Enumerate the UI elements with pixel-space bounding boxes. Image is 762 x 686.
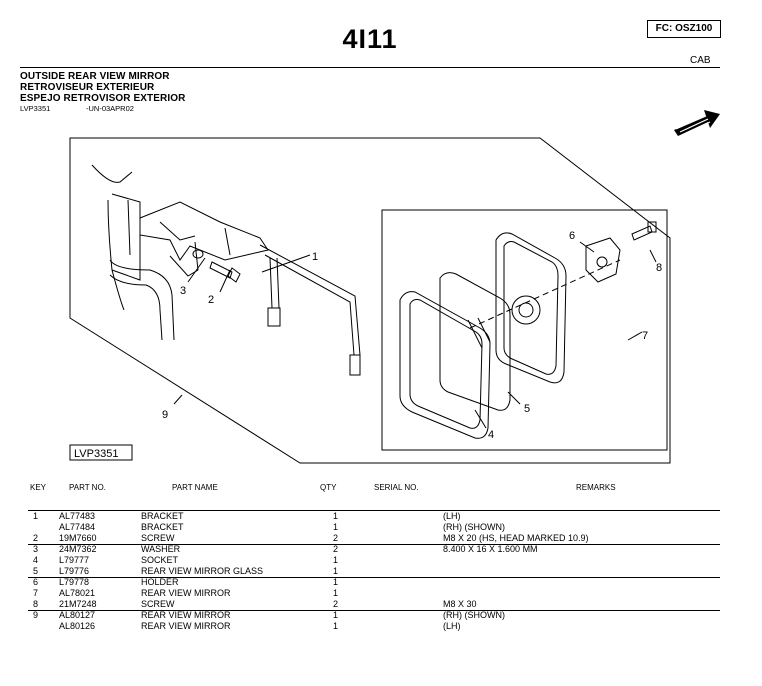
- exploded-parts-diagram: 1 2 3 4 5 6 7 8 9 LVP3351: [69, 137, 671, 464]
- callout-7: 7: [642, 330, 648, 342]
- cell-qty: 1: [333, 555, 339, 565]
- cell-part-name: BRACKET: [141, 522, 184, 532]
- cell-part-name: BRACKET: [141, 511, 184, 521]
- cell-key: 1: [33, 511, 39, 521]
- table-rule: [28, 610, 720, 611]
- col-part-no: PART NO.: [69, 483, 106, 492]
- table-row: 5 L79776 REAR VIEW MIRROR GLASS 1: [0, 566, 762, 577]
- reference-date: -UN-03APR02: [86, 104, 134, 113]
- cell-qty: 2: [333, 599, 339, 609]
- fc-code-box: FC: OSZ100: [647, 20, 721, 38]
- col-serial-no: SERIAL NO.: [374, 483, 419, 492]
- diagram-label-box: [69, 444, 133, 461]
- cell-part-no: 21M7248: [59, 599, 97, 609]
- cell-key: 9: [33, 610, 39, 620]
- table-row: 8 21M7248 SCREW 2 M8 X 30: [0, 599, 762, 610]
- cell-qty: 2: [333, 544, 339, 554]
- cell-remarks: (RH) (SHOWN): [443, 610, 505, 620]
- callout-4: 4: [488, 429, 494, 441]
- cell-remarks: (RH) (SHOWN): [443, 522, 505, 532]
- table-rule: [28, 544, 720, 545]
- reference-code: LVP3351: [20, 104, 51, 113]
- cell-qty: 1: [333, 522, 339, 532]
- page-number: 4I11: [342, 24, 398, 54]
- cell-part-no: AL77484: [59, 522, 96, 532]
- cell-qty: 1: [333, 588, 339, 598]
- cell-qty: 1: [333, 577, 339, 587]
- col-key: KEY: [30, 483, 47, 492]
- callout-5: 5: [524, 403, 530, 415]
- title-english: OUTSIDE REAR VIEW MIRROR: [20, 71, 170, 82]
- table-row: 9 AL80127 REAR VIEW MIRROR 1 (RH) (SHOWN): [0, 610, 762, 621]
- cell-part-name: HOLDER: [141, 577, 179, 587]
- table-row: 1 AL77483 BRACKET 1 (LH): [0, 511, 762, 522]
- table-rule: [28, 510, 720, 511]
- cell-key: 7: [33, 588, 39, 598]
- cell-part-name: REAR VIEW MIRROR: [141, 610, 231, 620]
- table-row: 2 19M7660 SCREW 2 M8 X 20 (HS, HEAD MARKED 1…: [0, 533, 762, 544]
- callout-3: 3: [180, 285, 186, 297]
- cell-part-no: AL78021: [59, 588, 96, 598]
- callout-8: 8: [656, 262, 662, 274]
- cell-part-no: AL80127: [59, 610, 96, 620]
- cell-part-name: SCREW: [141, 599, 175, 609]
- table-rule: [28, 577, 720, 578]
- diagram-label: LVP3351: [74, 448, 118, 460]
- cell-key: 6: [33, 577, 39, 587]
- direction-arrow-icon: [674, 110, 720, 136]
- col-part-name: PART NAME: [172, 483, 218, 492]
- table-header: KEY PART NO. PART NAME QTY SERIAL NO. RE…: [0, 483, 762, 495]
- col-qty: QTY: [320, 483, 337, 492]
- table-row: AL80126 REAR VIEW MIRROR 1 (LH): [0, 621, 762, 632]
- table-row: 4 L79777 SOCKET 1: [0, 555, 762, 566]
- cell-key: 4: [33, 555, 39, 565]
- cell-qty: 1: [333, 621, 339, 631]
- table-row: 3 24M7362 WASHER 2 8.400 X 16 X 1.600 MM: [0, 544, 762, 555]
- cell-remarks: (LH): [443, 511, 461, 521]
- cell-remarks: M8 X 20 (HS, HEAD MARKED 10.9): [443, 533, 589, 543]
- diagram-frame: [69, 137, 671, 464]
- cell-part-no: 19M7660: [59, 533, 97, 543]
- cell-part-name: SCREW: [141, 533, 175, 543]
- cell-part-no: 24M7362: [59, 544, 97, 554]
- cell-qty: 1: [333, 566, 339, 576]
- title-french: RETROVISEUR EXTERIEUR: [20, 82, 155, 93]
- header-rule: [20, 67, 720, 68]
- title-spanish: ESPEJO RETROVISOR EXTERIOR: [20, 93, 186, 104]
- table-row: AL77484 BRACKET 1 (RH) (SHOWN): [0, 522, 762, 533]
- table-row: 7 AL78021 REAR VIEW MIRROR 1: [0, 588, 762, 599]
- cell-key: 2: [33, 533, 39, 543]
- cell-part-no: L79776: [59, 566, 90, 576]
- callout-9: 9: [162, 409, 168, 421]
- cell-part-no: AL80126: [59, 621, 96, 631]
- cell-part-no: AL77483: [59, 511, 96, 521]
- col-remarks: REMARKS: [576, 483, 616, 492]
- cell-key: 8: [33, 599, 39, 609]
- cell-part-name: SOCKET: [141, 555, 179, 565]
- cell-remarks: 8.400 X 16 X 1.600 MM: [443, 544, 538, 554]
- cell-part-no: L79777: [59, 555, 90, 565]
- cell-qty: 1: [333, 610, 339, 620]
- cell-qty: 1: [333, 511, 339, 521]
- cell-qty: 2: [333, 533, 339, 543]
- cell-part-name: WASHER: [141, 544, 181, 554]
- cell-part-name: REAR VIEW MIRROR: [141, 621, 231, 631]
- mirror-inset-box: [381, 209, 668, 451]
- cell-part-no: L79778: [59, 577, 90, 587]
- table-row: 6 L79778 HOLDER 1: [0, 577, 762, 588]
- cell-key: 5: [33, 566, 39, 576]
- cell-part-name: REAR VIEW MIRROR GLASS: [141, 566, 264, 576]
- cell-part-name: REAR VIEW MIRROR: [141, 588, 231, 598]
- callout-6: 6: [569, 230, 575, 242]
- cell-key: 3: [33, 544, 39, 554]
- cell-remarks: M8 X 30: [443, 599, 477, 609]
- callout-1: 1: [312, 251, 318, 263]
- section-label: CAB: [690, 55, 711, 66]
- callout-2: 2: [208, 294, 214, 306]
- cell-remarks: (LH): [443, 621, 461, 631]
